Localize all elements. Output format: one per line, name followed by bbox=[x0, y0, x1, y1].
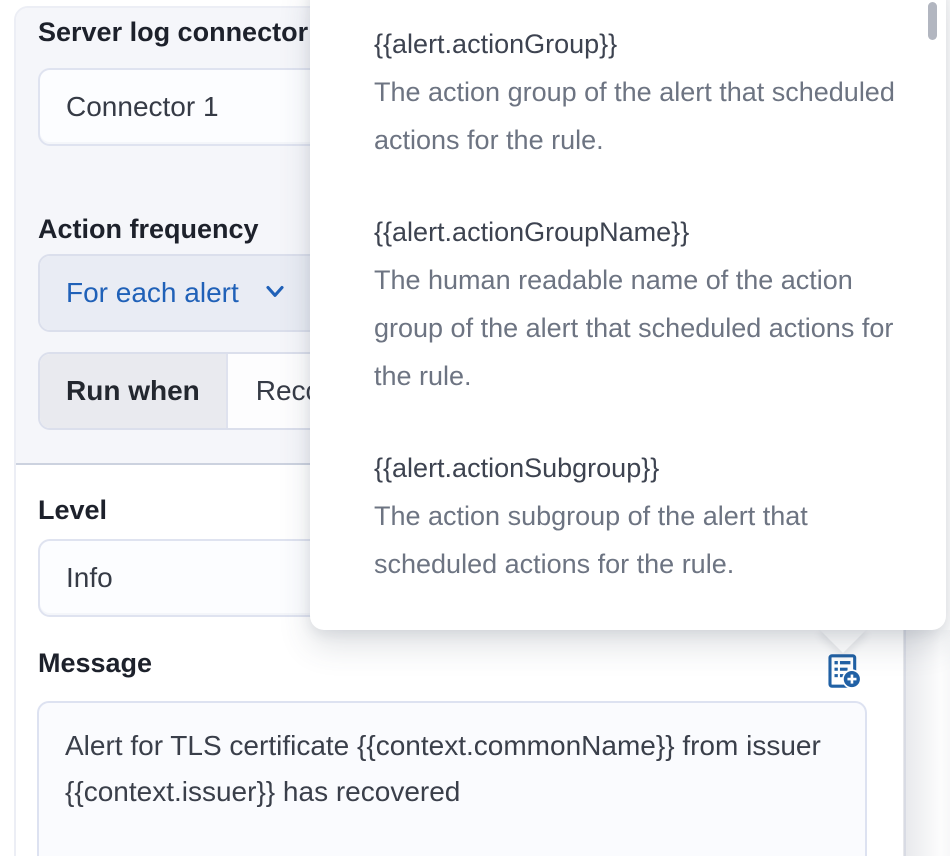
frequency-dropdown-button[interactable]: For each alert bbox=[40, 256, 317, 330]
run-when-label: Run when bbox=[66, 375, 200, 406]
variable-description: The action group of the alert that sched… bbox=[374, 77, 895, 155]
variable-name: {{alert.actionGroup}} bbox=[374, 29, 618, 59]
rule-variables-list: {{alert.actionGroup}} The action group o… bbox=[310, 0, 946, 588]
rule-variables-popover: {{alert.actionGroup}} The action group o… bbox=[310, 0, 946, 630]
variable-description: The action subgroup of the alert that sc… bbox=[374, 501, 808, 579]
variable-option[interactable]: {{alert.actionSubgroup}} The action subg… bbox=[374, 444, 906, 588]
connector-label: Server log connector bbox=[38, 17, 309, 47]
level-label: Level bbox=[38, 495, 108, 525]
add-rule-variable-icon bbox=[825, 652, 863, 693]
message-label: Message bbox=[38, 648, 153, 678]
add-rule-variable-button[interactable] bbox=[820, 648, 868, 696]
message-textarea[interactable]: Alert for TLS certificate {{context.comm… bbox=[37, 701, 867, 856]
flyout-edge-shadow bbox=[903, 630, 950, 856]
variable-name: {{alert.actionGroupName}} bbox=[374, 217, 690, 247]
popover-scrollbar-thumb[interactable] bbox=[928, 2, 937, 40]
action-frequency-label: Action frequency bbox=[38, 214, 259, 244]
variable-description: The human readable name of the action gr… bbox=[374, 265, 894, 391]
variable-option[interactable]: {{alert.actionGroup}} The action group o… bbox=[374, 20, 906, 164]
variable-name: {{alert.actionSubgroup}} bbox=[374, 453, 660, 483]
connector-select-value: Connector 1 bbox=[66, 91, 219, 122]
run-when-prepend: Run when bbox=[40, 354, 228, 428]
variable-option[interactable]: {{alert.actionGroupName}} The human read… bbox=[374, 208, 906, 400]
level-select-value: Info bbox=[66, 562, 113, 593]
chevron-down-icon bbox=[261, 277, 289, 310]
frequency-dropdown-label: For each alert bbox=[66, 277, 239, 308]
